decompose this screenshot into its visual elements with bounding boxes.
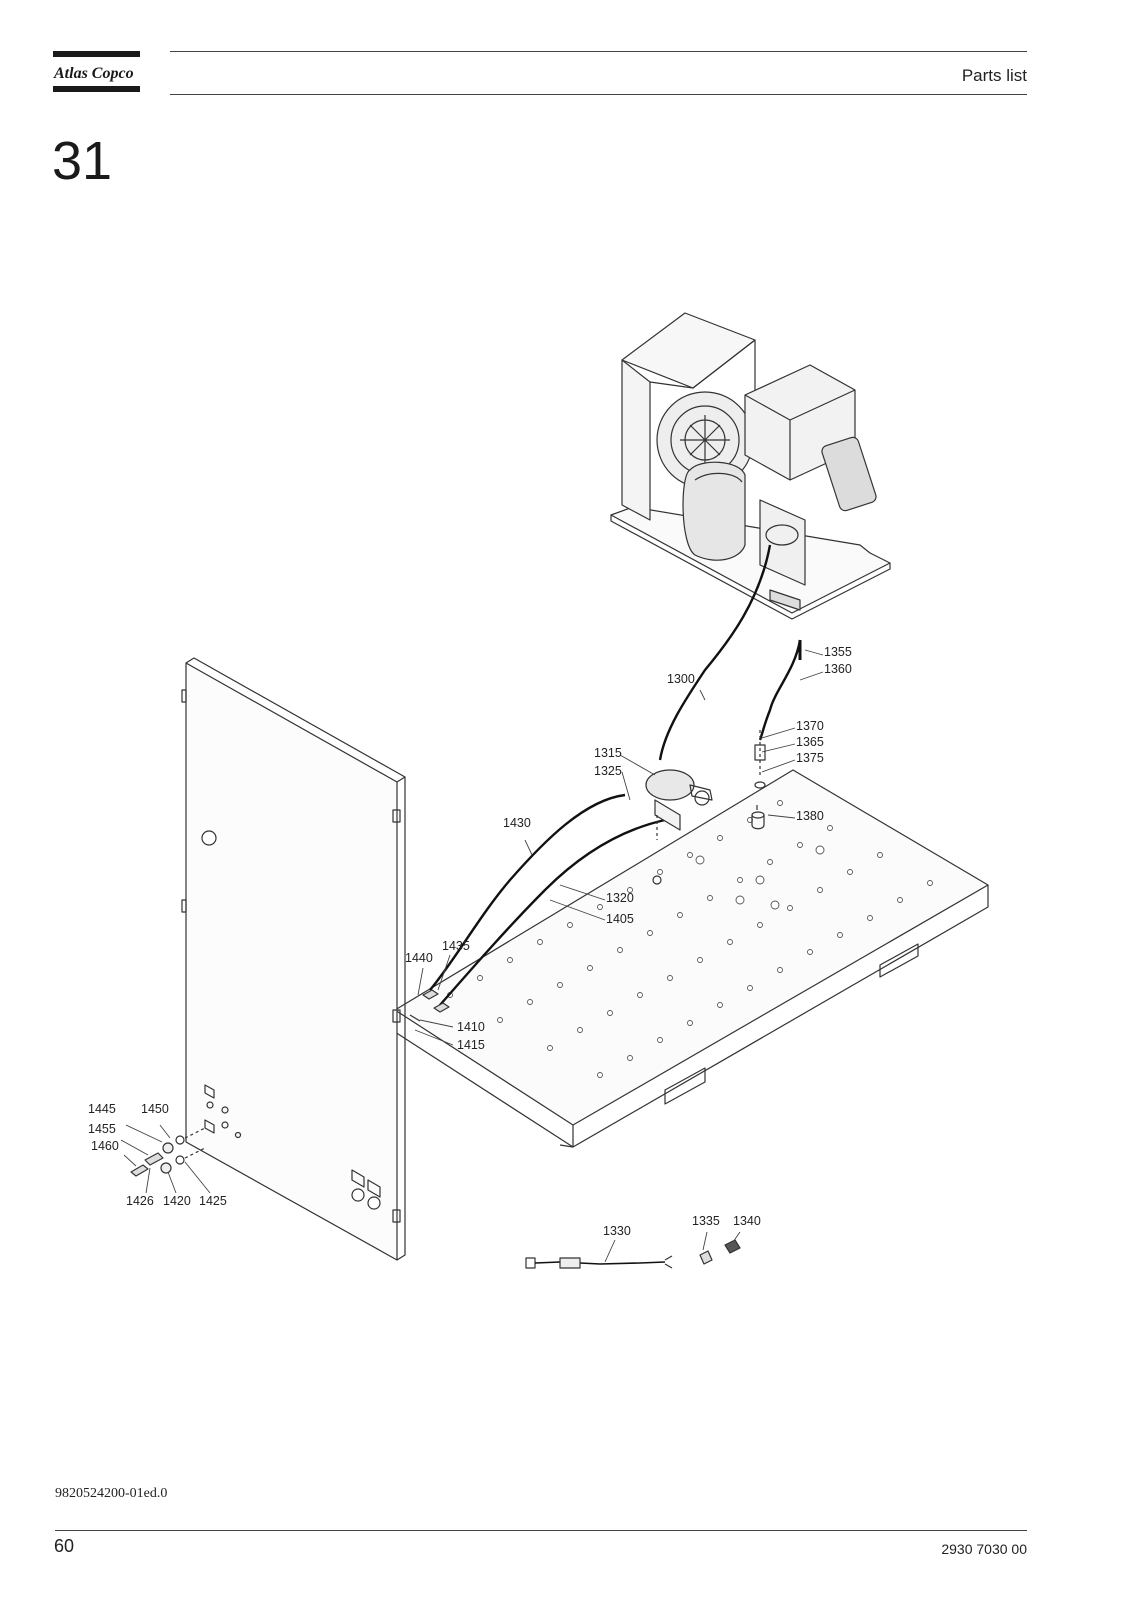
callout-1325: 1325 bbox=[594, 764, 622, 778]
footer-rule bbox=[55, 1530, 1027, 1531]
callout-1425: 1425 bbox=[199, 1194, 227, 1208]
callout-1405: 1405 bbox=[606, 912, 634, 926]
callout-1370: 1370 bbox=[796, 719, 824, 733]
base-plate bbox=[394, 769, 989, 1148]
condensing-unit bbox=[610, 312, 891, 620]
leader-lines bbox=[120, 649, 824, 1263]
hoses bbox=[429, 544, 802, 1006]
callout-1315: 1315 bbox=[594, 746, 622, 760]
callout-1380: 1380 bbox=[796, 809, 824, 823]
callout-1330: 1330 bbox=[603, 1224, 631, 1238]
cable-harness bbox=[525, 1255, 673, 1269]
callout-1455: 1455 bbox=[88, 1122, 116, 1136]
callout-1435: 1435 bbox=[442, 939, 470, 953]
callout-1430: 1430 bbox=[503, 816, 531, 830]
logo-text: Atlas Copco bbox=[53, 65, 134, 82]
valve-assembly bbox=[645, 640, 802, 885]
callout-1415: 1415 bbox=[457, 1038, 485, 1052]
logo-wordmark: Atlas Copco bbox=[53, 65, 134, 82]
header-title: Parts list bbox=[961, 66, 1027, 85]
fittings bbox=[130, 989, 450, 1177]
callout-1426: 1426 bbox=[126, 1194, 154, 1208]
callout-1320: 1320 bbox=[606, 891, 634, 905]
page-number: 60 bbox=[54, 1536, 75, 1556]
callout-1355: 1355 bbox=[824, 645, 852, 659]
callout-1440: 1440 bbox=[405, 951, 433, 965]
callout-1450: 1450 bbox=[141, 1102, 169, 1116]
logo-bottom-bar bbox=[53, 86, 140, 92]
callout-1340: 1340 bbox=[733, 1214, 761, 1228]
callout-1300: 1300 bbox=[667, 672, 695, 686]
callout-1335: 1335 bbox=[692, 1214, 720, 1228]
small-parts bbox=[699, 1239, 741, 1265]
side-panel bbox=[181, 657, 406, 1261]
callout-1375: 1375 bbox=[796, 751, 824, 765]
callout-1360: 1360 bbox=[824, 662, 852, 676]
header-bottom-rule bbox=[170, 94, 1027, 95]
header-top-rule bbox=[170, 51, 1027, 52]
atlas-copco-logo: Atlas Copco bbox=[53, 51, 140, 92]
section-number: 31 bbox=[52, 131, 113, 191]
callout-labels: 1355 1360 1300 1370 1365 1375 1380 1315 … bbox=[88, 645, 852, 1238]
logo-top-bar bbox=[53, 51, 140, 57]
callout-1420: 1420 bbox=[163, 1194, 191, 1208]
document-code: 9820524200-01ed.0 bbox=[55, 1486, 168, 1501]
callout-1410: 1410 bbox=[457, 1020, 485, 1034]
callout-1365: 1365 bbox=[796, 735, 824, 749]
callout-1445: 1445 bbox=[88, 1102, 116, 1116]
callout-1460: 1460 bbox=[91, 1139, 119, 1153]
document-reference: 2930 7030 00 bbox=[941, 1541, 1027, 1557]
